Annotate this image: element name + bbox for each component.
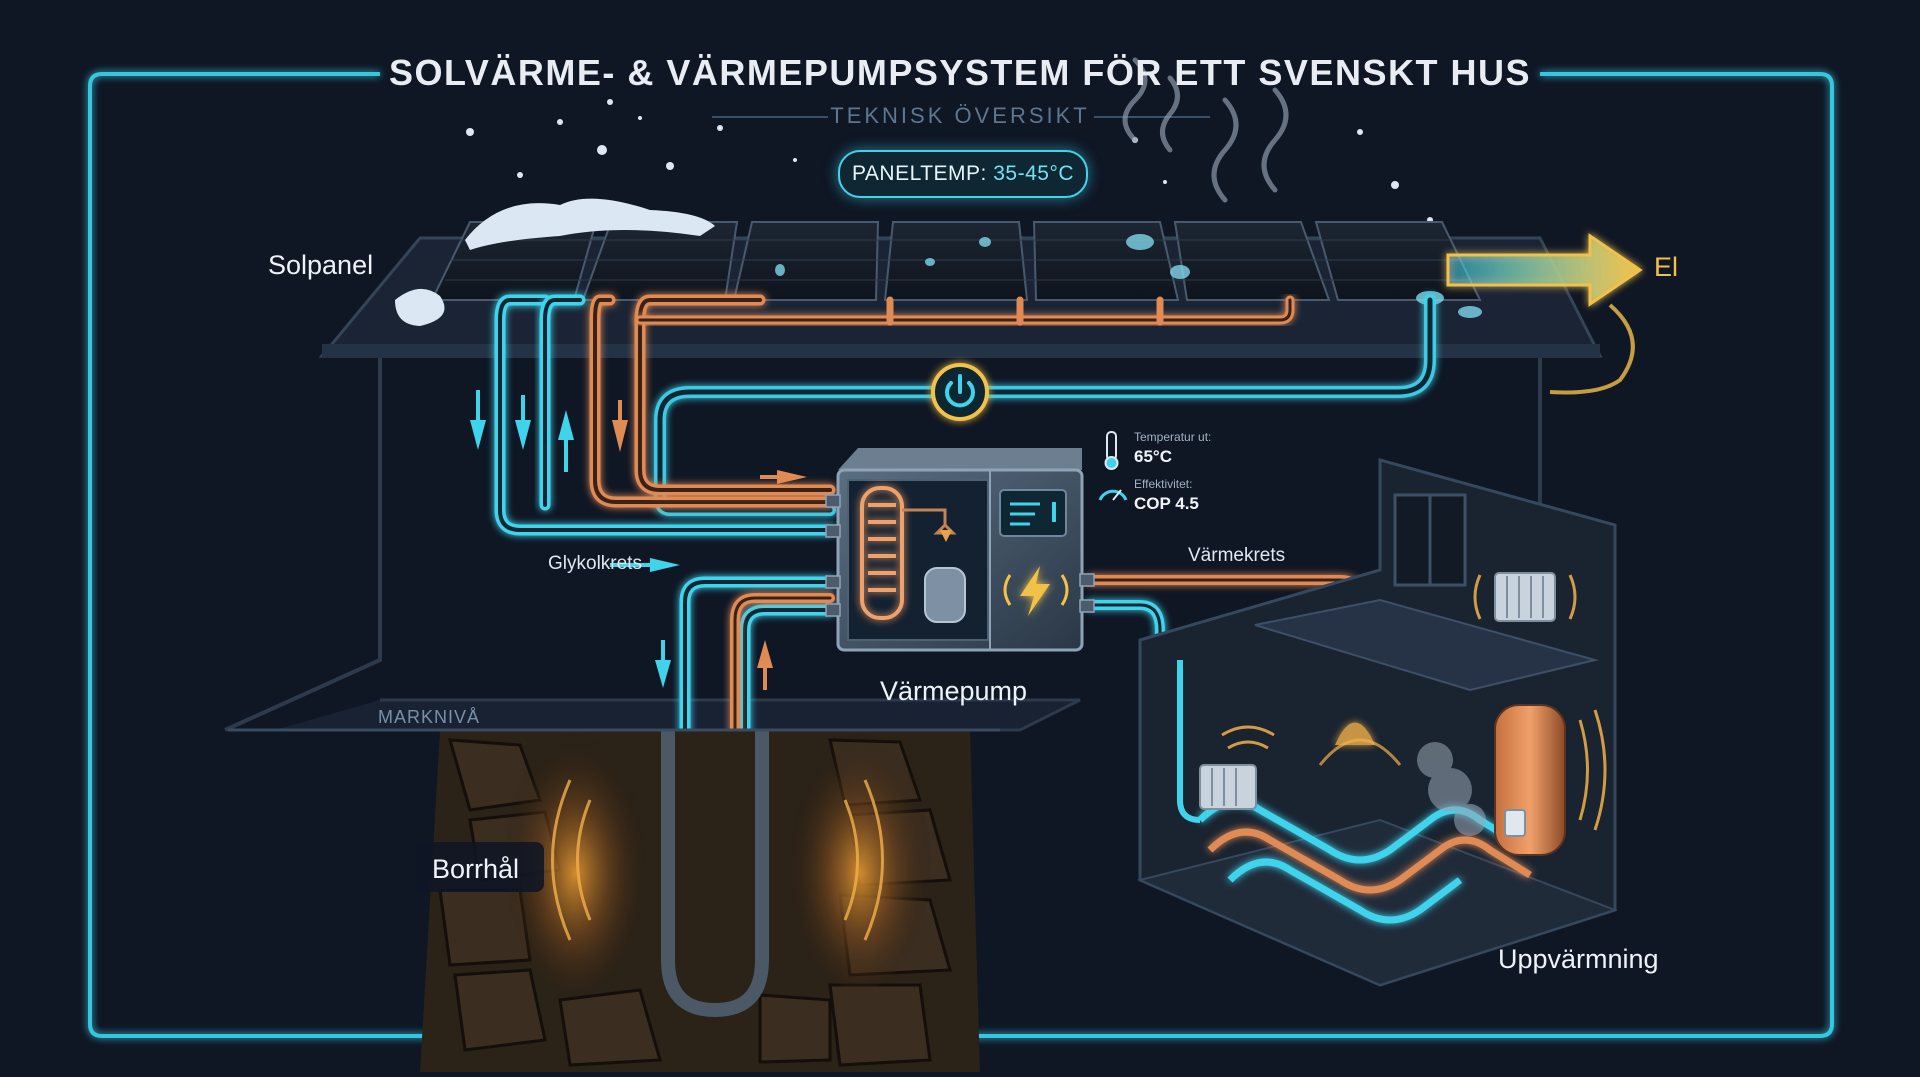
radiator-icon (1473, 572, 1577, 622)
flow-arrows-cold (470, 390, 680, 688)
label-el: El (1654, 252, 1679, 282)
panel-temp-badge: PANELTEMP: 35-45°C (838, 150, 1088, 198)
el-arrow (1446, 233, 1643, 395)
label-varmekrets: Värmekrets (1188, 545, 1286, 566)
heat-pump-unit (825, 448, 1095, 652)
label-solpanel: Solpanel (268, 250, 374, 280)
diagram-title: SOLVÄRME- & VÄRMEPUMPSYSTEM FÖR ETT SVEN… (389, 52, 1531, 93)
floor-heating-loop (1207, 828, 1532, 894)
solar-panel-array (430, 221, 1482, 301)
water-drops (775, 234, 1482, 318)
power-icon (931, 363, 989, 421)
panel-temp-value: 35-45°C (993, 162, 1075, 185)
water-heater-icon (1417, 704, 1607, 856)
steam-roof (1122, 57, 1289, 203)
label-markniva: MARKNIVÅ (378, 707, 481, 727)
panel-temp-label: PANELTEMP: (851, 162, 987, 185)
solar-panel (883, 221, 1029, 301)
snow-clump (395, 288, 445, 326)
radiator-icon (1199, 725, 1275, 810)
thermometer-icon (1104, 431, 1119, 470)
label-borrhal: Borrhål (432, 854, 520, 884)
stat-efficiency-value: COP 4.5 (1134, 494, 1199, 513)
compressor (924, 567, 966, 623)
solar-panel (732, 221, 880, 301)
lightning-icon (1003, 566, 1069, 616)
roof-edge (322, 344, 1600, 358)
solar-panel (581, 221, 739, 301)
room-shelf (1254, 598, 1599, 692)
stat-efficiency-caption: Effektivitet: (1134, 477, 1193, 491)
floor-heating-loop (1227, 858, 1463, 924)
stat-temperature-value: 65°C (1134, 447, 1172, 466)
label-uppvarmning: Uppvärmning (1498, 944, 1659, 974)
borrhal-label-box (416, 842, 544, 892)
panel-riser-pipes (886, 296, 1164, 326)
gauge-icon (1098, 489, 1128, 501)
snow-cover (465, 198, 715, 250)
solar-panel (1032, 221, 1180, 301)
label-glykolkrets: Glykolkrets (548, 553, 642, 574)
solar-panel (1173, 221, 1331, 301)
label-varmepump: Värmepump (880, 676, 1028, 706)
diagram-subtitle: TEKNISK ÖVERSIKT (830, 103, 1090, 128)
flow-arrows-warm (612, 400, 807, 690)
stat-temperature-caption: Temperatur ut: (1134, 430, 1212, 444)
borehole (420, 730, 980, 1072)
